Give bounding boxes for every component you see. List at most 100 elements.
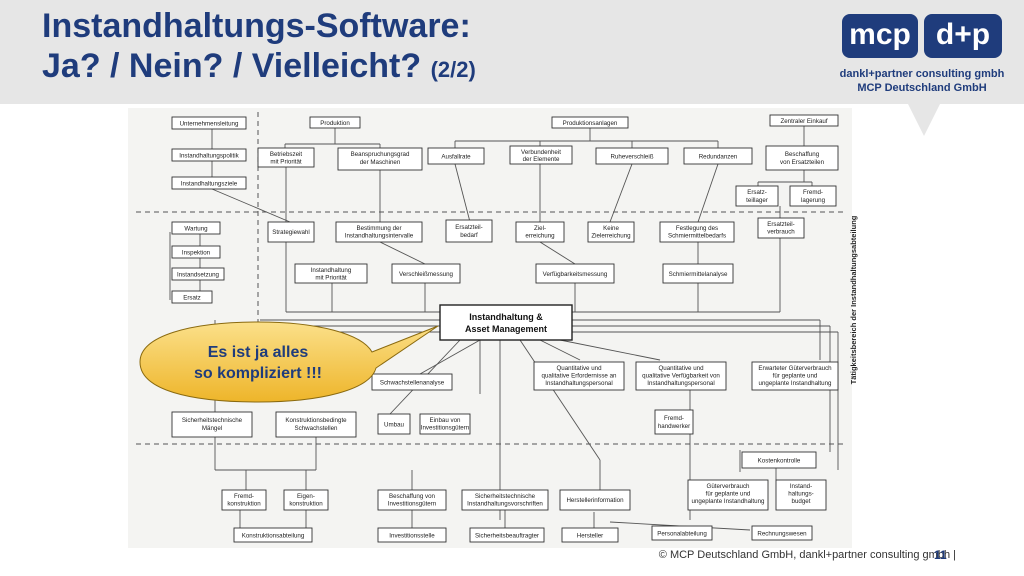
label-fremdkonstruktion-2: konstruktion — [227, 501, 261, 508]
slide-title: Instandhaltungs-Software: Ja? / Nein? / … — [42, 6, 476, 90]
label-einbau-1: Einbau von — [430, 417, 462, 424]
label-eigenkonstruktion-1: Eigen- — [297, 493, 315, 500]
label-gueterverbrauch-3: ungeplante Instandhaltung — [692, 498, 765, 505]
company-name-1: dankl+partner consulting gmbh — [839, 68, 1005, 80]
label-eigenkonstruktion-2: konstruktion — [289, 501, 323, 508]
label-umbau: Umbau — [384, 422, 405, 429]
label-verfuegbarkeitsmessung: Verfügbarkeitsmessung — [543, 271, 608, 278]
label-ruheverschleiss: Ruheverschleiß — [611, 154, 654, 161]
label-ih-budget-3: budget — [792, 498, 811, 505]
label-ersatz: Ersatz — [183, 295, 201, 302]
title-line-2: Ja? / Nein? / Vielleicht? (2/2) — [42, 46, 476, 90]
label-konstruktionsbed-1: Konstruktionsbedingte — [285, 417, 347, 424]
label-fremdlagerung-1: Fremd- — [803, 189, 823, 196]
label-quant-erf-2: qualitative Erfordernisse an — [542, 373, 618, 380]
label-ausfallrate: Ausfallrate — [441, 154, 471, 161]
callout-line-2: so kompliziert !!! — [194, 365, 322, 382]
label-zielerreichung-2: erreichung — [525, 233, 555, 240]
label-wartung: Wartung — [184, 226, 208, 233]
title-line-1: Instandhaltungs-Software: — [42, 7, 471, 45]
label-quant-verf-1: Quantitative und — [658, 365, 704, 372]
label-gueterverbrauch-2: für geplante und — [706, 491, 751, 498]
label-fremdhandwerker-1: Fremd- — [664, 415, 684, 422]
company-logo: mcp d+p — [842, 14, 1002, 58]
label-rechnungswesen: Rechnungswesen — [757, 531, 807, 538]
label-schwachstellenanalyse: Schwachstellenanalyse — [380, 380, 445, 387]
label-zielerreichung-1: Ziel- — [534, 225, 546, 232]
label-ersatzteillager-2: teillager — [746, 197, 768, 204]
logo-mcp: mcp — [842, 14, 918, 58]
label-festlegung-1: Festlegung des — [676, 225, 718, 232]
label-quant-verf-2: qualitative Verfügbarkeit von — [642, 373, 720, 380]
callout-bubble: Es ist ja alles so kompliziert !!! — [139, 321, 439, 403]
side-label: Tätigkeitsbereich der Instandhaltungsabt… — [849, 215, 858, 384]
label-festlegung-2: Schmiermittelbedarfs — [668, 233, 726, 240]
label-fremdhandwerker-2: handwerker — [658, 423, 690, 430]
label-verschleissmessung: Verschleißmessung — [399, 271, 454, 278]
label-erwarteter-2: für geplante und — [773, 373, 818, 380]
center-label-1: Instandhaltung & — [469, 312, 543, 322]
label-instandhaltungspolitik: Instandhaltungspolitik — [179, 153, 239, 160]
label-erwarteter-1: Erwarteter Güterverbrauch — [758, 365, 832, 372]
label-einbau-2: Investitionsgütern — [421, 425, 470, 432]
label-personalabteilung: Personalabteilung — [657, 531, 707, 538]
label-keine-1: Keine — [603, 225, 619, 232]
label-herstellerinformation: Herstellerinformation — [566, 497, 624, 504]
label-erwarteter-3: ungeplante Instandhaltung — [759, 380, 832, 387]
label-ersatzteillager-1: Ersatz- — [747, 189, 767, 196]
label-ih-prioritaet-2: mit Priorität — [315, 275, 347, 282]
label-beschaffung-2: von Ersatzteilen — [780, 159, 825, 166]
label-sicherheitsvorschriften-1: Sicherheitstechnische — [475, 493, 536, 500]
label-investitionsstelle: Investitionsstelle — [389, 533, 435, 540]
label-schmiermittelanalyse: Schmiermittelanalyse — [669, 271, 728, 278]
label-ih-budget-2: haltungs- — [788, 491, 813, 498]
label-fremdkonstruktion-1: Fremd- — [234, 493, 254, 500]
center-box — [439, 304, 573, 341]
label-redundanzen: Redundanzen — [699, 154, 738, 161]
label-ih-prioritaet-1: Instandhaltung — [311, 267, 352, 274]
label-kostenkontrolle: Kostenkontrolle — [758, 458, 801, 465]
label-produktionsanlagen: Produktionsanlagen — [563, 120, 618, 127]
label-ersatzteilbedarf-2: bedarf — [460, 232, 478, 239]
callout-line-1: Es ist ja alles — [208, 344, 309, 361]
company-name-2: MCP Deutschland GmbH — [857, 82, 987, 94]
label-zentraler-einkauf: Zentraler Einkauf — [780, 118, 827, 125]
label-konstruktionsabteilung: Konstruktionsabteilung — [242, 533, 305, 540]
label-ersatzteilverbrauch-1: Ersatzteil- — [767, 221, 795, 228]
label-produktion: Produktion — [320, 120, 350, 127]
box-labels: Unternehmensleitung Instandhaltungspolit… — [177, 118, 832, 540]
label-betriebszeit-2: mit Priorität — [270, 159, 302, 166]
label-beanspruchung-1: Beanspruchungsgrad — [351, 151, 410, 158]
label-bestimmung-2: Instandhaltungsintervalle — [345, 233, 414, 240]
label-quant-verf-3: Instandhaltungspersonal — [647, 380, 714, 387]
header-pointer — [908, 104, 940, 136]
label-beanspruchung-2: der Maschinen — [360, 159, 401, 166]
label-keine-2: Zielerreichung — [591, 233, 631, 240]
label-fremdlagerung-2: lagerung — [801, 197, 826, 204]
label-ersatzteilbedarf-1: Ersatzteil- — [455, 224, 483, 231]
label-quant-erf-1: Quantitative und — [556, 365, 602, 372]
label-instandhaltungsziele: Instandhaltungsziele — [181, 181, 238, 188]
label-sicherheitsvorschriften-2: Instandhaltungsvorschriften — [467, 501, 543, 508]
label-hersteller: Hersteller — [577, 533, 603, 540]
diagram-boxes — [171, 114, 839, 543]
footer-copyright: © MCP Deutschland GmbH, dankl+partner co… — [658, 549, 956, 561]
label-instandsetzung: Instandsetzung — [177, 272, 220, 279]
label-ersatzteilverbrauch-2: verbrauch — [767, 229, 795, 236]
label-ih-budget-1: Instand- — [790, 483, 812, 490]
label-sicherheitstech-2: Mängel — [202, 425, 222, 432]
label-konstruktionsbed-2: Schwachstellen — [295, 425, 339, 432]
label-unternehmensleitung: Unternehmensleitung — [180, 121, 239, 128]
label-beschaffung-inv-1: Beschaffung von — [389, 493, 436, 500]
center-label-2: Asset Management — [465, 324, 547, 334]
label-gueterverbrauch-1: Güterverbrauch — [707, 483, 751, 490]
title-line-2-text: Ja? / Nein? / Vielleicht? — [42, 47, 422, 85]
label-beschaffung-inv-2: Investitionsgütern — [388, 501, 437, 508]
label-sicherheitstech-1: Sicherheitstechnische — [182, 417, 243, 424]
label-sicherheitsbeauftragter: Sicherheitsbeauftragter — [475, 533, 539, 540]
label-verbundenheit-1: Verbundenheit — [521, 149, 561, 156]
label-bestimmung-1: Bestimmung der — [356, 225, 401, 232]
logo-dp: d+p — [924, 14, 1002, 58]
label-verbundenheit-2: der Elemente — [523, 156, 560, 163]
